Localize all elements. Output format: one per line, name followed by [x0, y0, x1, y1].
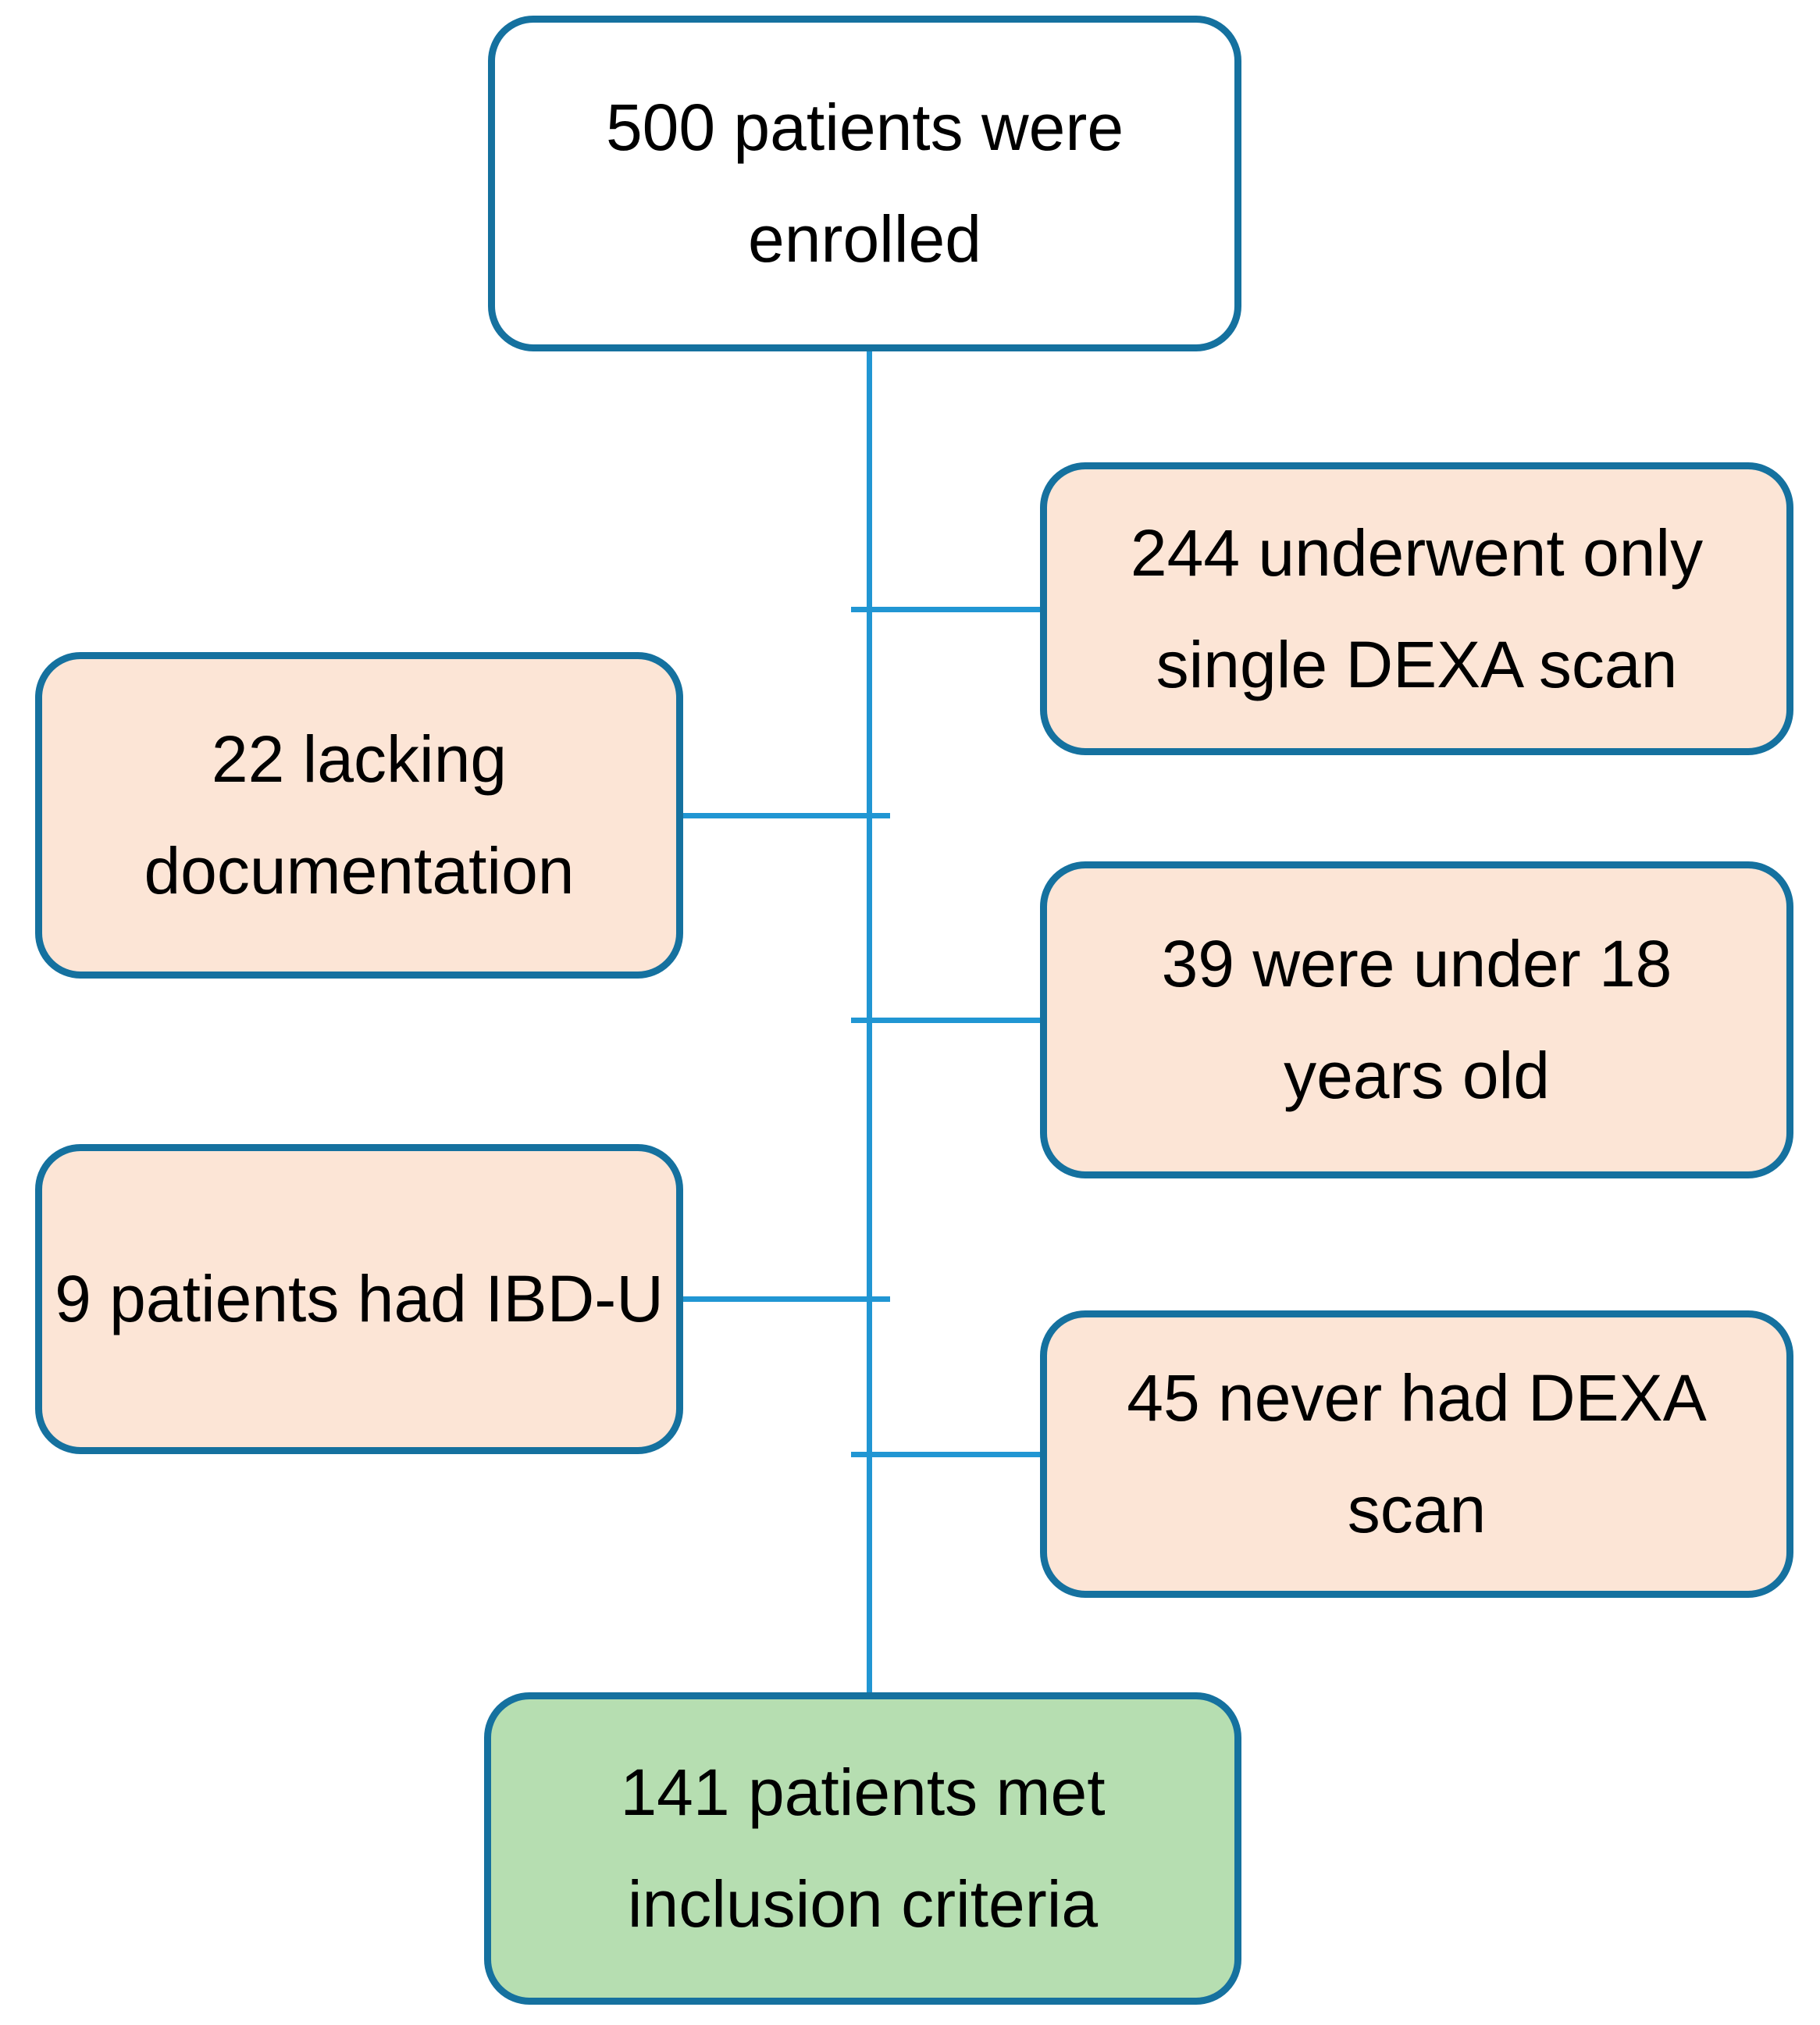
box-single-dexa-line2: single DEXA scan	[1156, 627, 1678, 701]
box-inclusion-criteria-line1: 141 patients met	[620, 1756, 1106, 1830]
connector-branch-never-dexa	[851, 1452, 1045, 1457]
box-inclusion-criteria: 141 patients met inclusion criteria	[484, 1692, 1241, 2005]
connector-branch-single-dexa	[851, 607, 1045, 612]
box-lacking-documentation: 22 lacking documentation	[35, 652, 683, 979]
box-inclusion-criteria-line2: inclusion criteria	[627, 1867, 1099, 1941]
box-ibd-u: 9 patients had IBD-U	[35, 1144, 683, 1454]
box-never-dexa-line1: 45 never had DEXA	[1127, 1361, 1707, 1435]
box-lacking-documentation-line2: documentation	[144, 834, 575, 907]
box-enrolled-line1: 500 patients were	[605, 91, 1124, 165]
box-single-dexa-line1: 244 underwent only	[1130, 515, 1704, 590]
box-under-18-line1: 39 were under 18	[1161, 927, 1672, 1001]
box-never-dexa: 45 never had DEXA scan	[1040, 1310, 1793, 1598]
box-never-dexa-line2: scan	[1347, 1473, 1487, 1546]
connector-branch-ibd-u	[681, 1296, 890, 1302]
box-under-18-line2: years old	[1284, 1039, 1550, 1112]
box-enrolled: 500 patients were enrolled	[488, 16, 1241, 351]
connector-branch-under-18	[851, 1018, 1045, 1023]
box-enrolled-line2: enrolled	[748, 202, 981, 276]
connector-branch-lacking-doc	[681, 813, 890, 818]
box-ibd-u-line1: 9 patients had IBD-U	[55, 1262, 664, 1336]
box-under-18: 39 were under 18 years old	[1040, 861, 1793, 1178]
box-single-dexa: 244 underwent only single DEXA scan	[1040, 462, 1793, 755]
box-lacking-documentation-line1: 22 lacking	[211, 722, 508, 797]
